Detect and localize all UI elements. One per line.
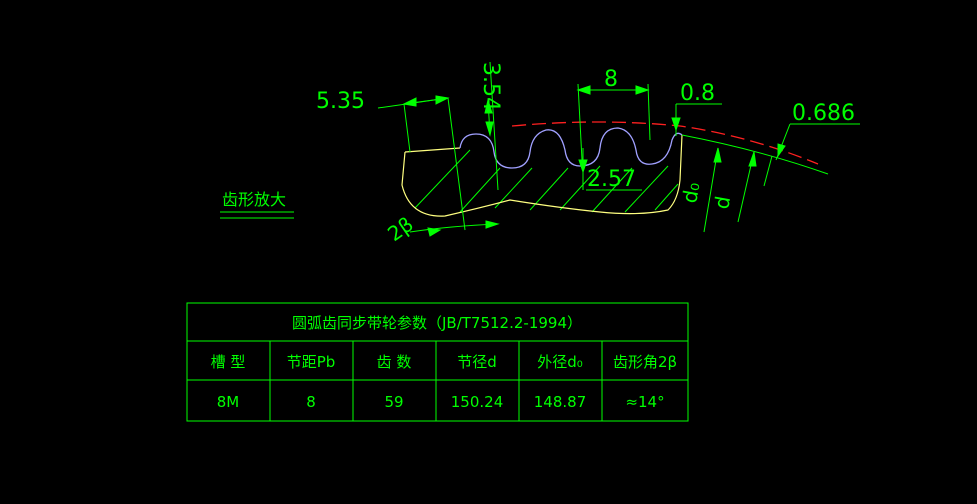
- header-pitch: 节距Pb: [287, 353, 336, 371]
- dim-label-tooth-height: 3.54: [478, 62, 503, 111]
- value-teeth: 59: [384, 393, 403, 411]
- dim-label-offset: 0.8: [680, 81, 715, 106]
- belt-body-outline: [401, 134, 683, 217]
- dim-groove-depth: [578, 148, 642, 191]
- dim-label-tooth-width: 5.35: [316, 89, 365, 114]
- tooth-arcs: [459, 127, 683, 169]
- dim-label-pitch: 8: [604, 67, 618, 92]
- header-tooth-angle: 齿形角2β: [613, 353, 677, 371]
- caption-group: 齿形放大: [220, 190, 294, 219]
- dim-tooth-height: [484, 61, 499, 191]
- dim-label-groove-depth: 2.57: [587, 167, 636, 192]
- value-pitch-diameter: 150.24: [451, 393, 504, 411]
- header-slot-type: 槽 型: [211, 353, 246, 371]
- tooth-profile-view: 5.35 3.54 8 0.8: [316, 61, 860, 246]
- header-pitch-diameter: 节径d: [457, 353, 497, 371]
- header-teeth: 齿 数: [377, 353, 412, 371]
- dim-label-angle: 2β: [383, 212, 418, 246]
- dim-label-outer-gap: 0.686: [792, 101, 855, 126]
- dim-outer-gap: [775, 123, 860, 161]
- parameter-table: 圆弧齿同步带轮参数（JB/T7512.2-1994） 槽 型 节距Pb 齿 数 …: [186, 302, 689, 422]
- dim-label-pitch-diameter: d: [709, 194, 735, 211]
- dim-tooth-width: [377, 95, 466, 231]
- dim-offset: [671, 103, 722, 136]
- radial-dimension-lines: [703, 147, 773, 233]
- dim-label-outer-diameter: d₀: [677, 180, 704, 205]
- header-outer-diameter: 外径d₀: [537, 353, 583, 371]
- belt-top-left: [404, 147, 461, 153]
- dim-angle: [409, 220, 500, 237]
- outer-line: [681, 134, 829, 175]
- pitch-line: [511, 121, 819, 165]
- dim-pitch: [576, 83, 651, 161]
- table-title: 圆弧齿同步带轮参数（JB/T7512.2-1994）: [292, 314, 582, 332]
- value-slot-type: 8M: [217, 393, 240, 411]
- drawing-caption: 齿形放大: [222, 190, 286, 209]
- value-outer-diameter: 148.87: [534, 393, 587, 411]
- value-pitch: 8: [306, 393, 316, 411]
- value-tooth-angle: ≈14°: [625, 393, 664, 411]
